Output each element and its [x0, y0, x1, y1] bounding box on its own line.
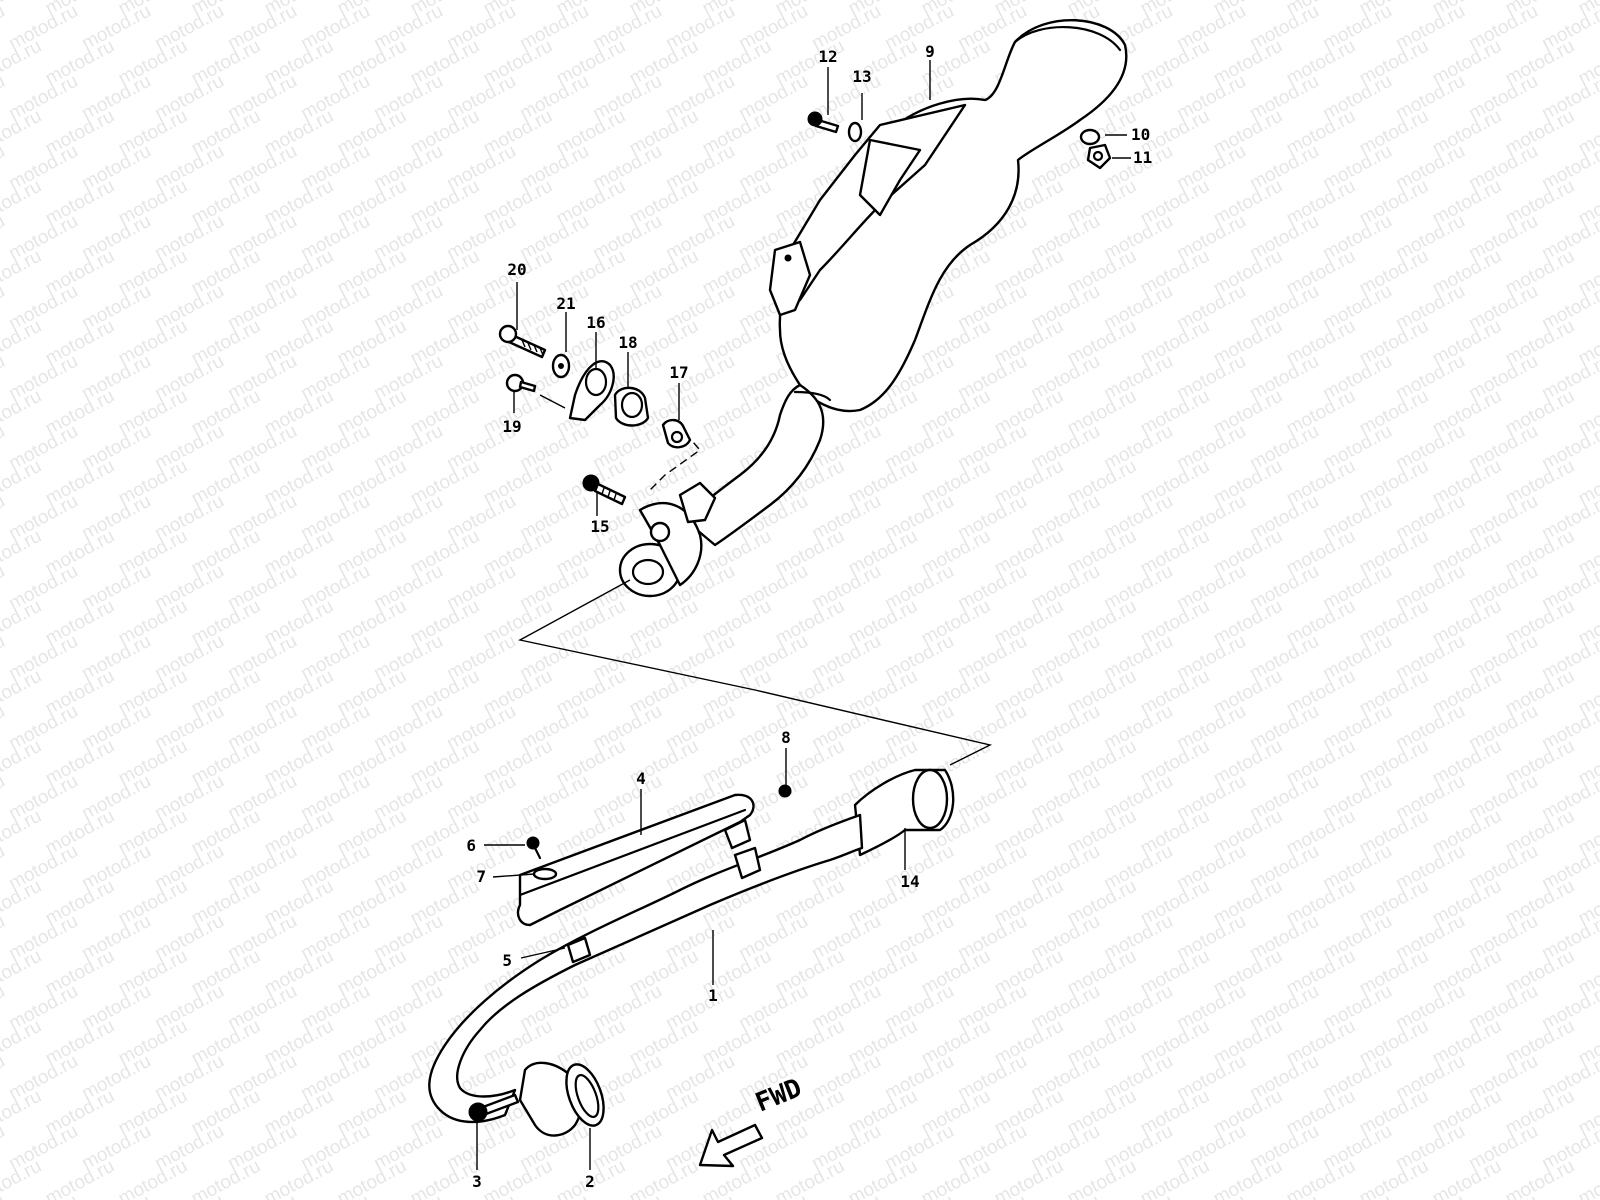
watermark-text: motod.ru	[991, 1156, 1067, 1200]
watermark-text: motod.ru	[0, 981, 9, 1035]
callout-5: 5	[502, 951, 512, 970]
watermark-text: motod.ru	[0, 841, 9, 895]
watermark-text: motod.ru	[0, 701, 9, 755]
collar-18	[613, 386, 650, 427]
callout-3: 3	[472, 1172, 482, 1191]
watermark-text: motod.ru	[0, 176, 45, 230]
watermark-text: motod.ru	[0, 771, 9, 825]
callout-12: 12	[818, 47, 837, 66]
watermark-text: motod.ru	[0, 1121, 9, 1175]
watermark-text: motod.ru	[918, 1156, 994, 1200]
watermark-text: motod.ru	[1502, 1156, 1578, 1200]
washer-21-hole	[558, 363, 564, 369]
watermark-text: motod.ru	[0, 596, 45, 650]
screw-6	[526, 836, 542, 860]
grommet-17	[661, 418, 692, 449]
watermark-text: motod.ru	[0, 351, 9, 405]
watermark-text: motod.ru	[0, 876, 45, 930]
watermark-text: motod.ru	[1356, 1156, 1432, 1200]
watermark-text: motod.ru	[772, 1156, 848, 1200]
watermark-text: motod.ru	[0, 631, 9, 685]
callout-8: 8	[781, 728, 791, 747]
watermark-text: motod.ru	[0, 526, 45, 580]
watermark-text: motod.ru	[845, 1156, 921, 1200]
muffler-bracket-hole	[784, 254, 792, 262]
callout-10: 10	[1131, 125, 1150, 144]
watermark-text: motod.ru	[0, 946, 45, 1000]
watermark-text: motod.ru	[0, 806, 45, 860]
callout-4: 4	[636, 769, 646, 788]
watermark-text: motod.ru	[1575, 0, 1600, 19]
screw-8	[778, 784, 792, 798]
connector-pipe-ring	[911, 768, 949, 830]
watermark-text: motod.ru	[0, 71, 9, 125]
watermark-text: motod.ru	[0, 491, 9, 545]
watermark-text: motod.ru	[0, 561, 9, 615]
washer-7	[532, 867, 558, 881]
callout-20: 20	[507, 260, 526, 279]
joint-clamp-bolt-head	[649, 521, 671, 543]
watermark-text: motod.ru	[480, 1156, 556, 1200]
watermark-text: motod.ru	[0, 281, 9, 335]
callout-17: 17	[669, 363, 688, 382]
watermark-text: motod.ru	[0, 421, 9, 475]
callout-7: 7	[476, 867, 486, 886]
watermark-text: motod.ru	[0, 1051, 9, 1105]
callout-6: 6	[466, 836, 476, 855]
watermark-text: motod.ru	[626, 1156, 702, 1200]
callout-16: 16	[586, 313, 605, 332]
watermark-text: motod.ru	[0, 316, 45, 370]
watermark-text: motod.ru	[0, 666, 45, 720]
watermark-text: motod.ru	[0, 456, 45, 510]
watermark-text: motod.ru	[1429, 1156, 1505, 1200]
watermark-text: motod.ru	[1283, 1156, 1359, 1200]
watermark-text: motod.ru	[188, 1156, 264, 1200]
callout-21: 21	[556, 294, 575, 313]
watermark-text: motod.ru	[1575, 1156, 1600, 1200]
flange-bolt-head	[468, 1102, 488, 1122]
watermark-text: motod.ru	[0, 1016, 45, 1070]
callout-1: 1	[708, 986, 718, 1005]
watermark-text: motod.ru	[1064, 1156, 1140, 1200]
watermark-text: motod.ru	[42, 1156, 118, 1200]
callout-14: 14	[900, 872, 919, 891]
watermark-text: motod.ru	[0, 1, 9, 55]
washer-13	[847, 121, 863, 143]
callout-11: 11	[1133, 148, 1152, 167]
callout-2: 2	[585, 1172, 595, 1191]
callout-15: 15	[590, 517, 609, 536]
callout-13: 13	[852, 67, 871, 86]
watermark-text: motod.ru	[0, 106, 45, 160]
watermark-text: motod.ru	[0, 1086, 45, 1140]
watermark-text: motod.ru	[0, 141, 9, 195]
watermark-text: motod.ru	[334, 1156, 410, 1200]
watermark-text: motod.ru	[0, 1156, 45, 1200]
watermark-text: motod.ru	[1210, 1156, 1286, 1200]
watermark-text: motod.ru	[115, 1156, 191, 1200]
callout-18: 18	[618, 333, 637, 352]
watermark-text: motod.ru	[0, 211, 9, 265]
watermark-text: motod.ru	[0, 736, 45, 790]
watermark-text: motod.ru	[0, 36, 45, 90]
callout-9: 9	[925, 42, 935, 61]
grommet-10	[1079, 128, 1101, 146]
watermark-text: motod.ru	[0, 386, 45, 440]
watermark-text: motod.ru	[0, 911, 9, 965]
watermark-text: motod.ru	[261, 1156, 337, 1200]
watermark-text: motod.ru	[1137, 1156, 1213, 1200]
watermark-text: motod.ru	[0, 246, 45, 300]
callout-19: 19	[502, 417, 521, 436]
